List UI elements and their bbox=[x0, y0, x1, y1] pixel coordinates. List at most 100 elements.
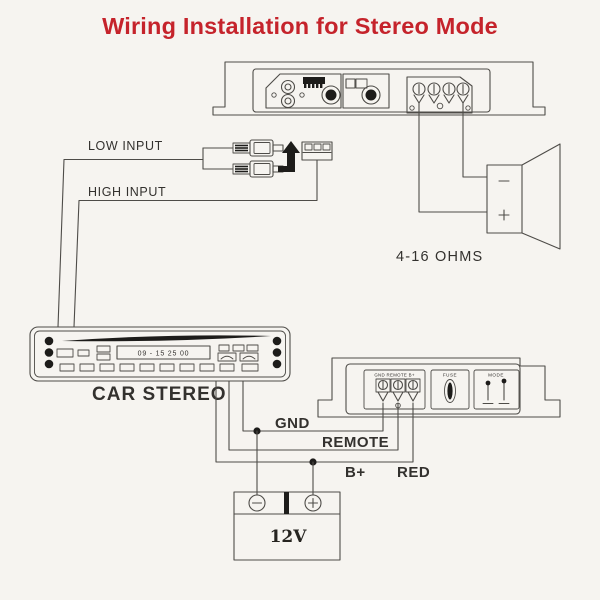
high-level-connector bbox=[301, 141, 333, 161]
mode-section bbox=[473, 369, 520, 410]
stereo-right-knob-column bbox=[272, 336, 282, 369]
stereo-button bbox=[246, 344, 259, 352]
stereo-button bbox=[232, 344, 245, 352]
stereo-face-plate bbox=[34, 330, 286, 378]
power-terminals bbox=[375, 378, 421, 402]
mode-switch-icon bbox=[498, 378, 510, 404]
screw-terminal-icon bbox=[405, 378, 421, 402]
crossover-section-panel bbox=[342, 73, 390, 109]
screw-icon bbox=[271, 92, 277, 98]
amplifier-top-view bbox=[212, 61, 546, 116]
remote-wire bbox=[228, 380, 399, 451]
crossover-knob bbox=[365, 89, 377, 101]
mode-label: MODE bbox=[488, 373, 504, 378]
stereo-outer-case bbox=[29, 326, 291, 382]
rca-plug-icon bbox=[232, 160, 284, 178]
car-stereo-label: CAR STEREO bbox=[92, 384, 227, 405]
amplifier-power-view: GND REMOTE B+ FUSE MOD bbox=[317, 357, 561, 418]
remote-wire-label: REMOTE bbox=[322, 434, 389, 451]
battery-center-bar bbox=[284, 492, 289, 514]
power-wires: GND REMOTE B+ RED bbox=[215, 380, 430, 496]
preset-button bbox=[241, 363, 259, 372]
speaker: 4-16 OHMS bbox=[396, 143, 561, 265]
rca-plug-icon bbox=[232, 139, 284, 157]
plug-in-arrow-icon bbox=[278, 141, 300, 172]
power-terminal-label: GND REMOTE B+ bbox=[374, 373, 415, 378]
stereo-button bbox=[96, 353, 111, 361]
crossover-knob-ring bbox=[361, 85, 381, 105]
preset-button bbox=[119, 363, 135, 372]
rca-jack-icon bbox=[280, 79, 296, 95]
rca-jack-icon bbox=[280, 93, 296, 109]
amplifier-face-panel bbox=[252, 68, 491, 113]
screw-terminal-icon bbox=[412, 82, 426, 104]
speaker-plus-wire bbox=[418, 102, 488, 213]
rca-input-assembly: LOW INPUT HIGH INPUT bbox=[57, 139, 333, 328]
speaker-plus-symbol bbox=[498, 209, 510, 221]
stereo-button bbox=[96, 345, 111, 353]
screw-icon bbox=[299, 92, 305, 98]
car-stereo-unit: 09 - 15 25 00 CAR STEREO bbox=[29, 326, 291, 405]
power-terminal-section bbox=[363, 369, 426, 410]
preset-button bbox=[179, 363, 195, 372]
preset-button bbox=[159, 363, 175, 372]
speaker-body bbox=[486, 164, 523, 234]
page-title: Wiring Installation for Stereo Mode bbox=[102, 13, 498, 39]
rca-jack-center bbox=[284, 83, 292, 91]
stereo-button bbox=[218, 344, 230, 352]
gnd-wire bbox=[242, 380, 384, 432]
switch-icon bbox=[345, 78, 356, 89]
preset-button bbox=[139, 363, 155, 372]
connector-teeth bbox=[304, 84, 323, 88]
preset-button bbox=[219, 363, 235, 372]
preset-button bbox=[79, 363, 95, 372]
stereo-button bbox=[56, 348, 74, 358]
preset-button bbox=[99, 363, 115, 372]
screw-terminal-icon bbox=[456, 82, 470, 104]
low-input-wire bbox=[57, 158, 204, 328]
input-section-panel bbox=[265, 73, 342, 109]
preset-button-row bbox=[59, 363, 259, 372]
screw-icon bbox=[395, 402, 401, 409]
mode-switch-icon bbox=[482, 380, 494, 404]
battery: 12V bbox=[233, 491, 341, 561]
rca-jack-center bbox=[284, 97, 292, 105]
battery-minus-terminal bbox=[248, 494, 266, 512]
speaker-terminal-block bbox=[406, 76, 473, 114]
high-input-wire bbox=[73, 159, 318, 328]
seek-button bbox=[239, 352, 259, 362]
screw-terminal-icon bbox=[375, 378, 391, 402]
battery-voltage-label: 12V bbox=[270, 527, 308, 547]
speaker-cone bbox=[521, 143, 561, 250]
red-wire-label: RED bbox=[397, 464, 430, 481]
preset-button bbox=[199, 363, 215, 372]
fuse-section bbox=[430, 369, 470, 410]
stereo-display-text: 09 - 15 25 00 bbox=[138, 351, 190, 358]
speaker-minus-wire bbox=[462, 102, 488, 178]
fuse-holder bbox=[444, 379, 456, 403]
gnd-wire-label: GND bbox=[275, 415, 310, 432]
speaker-connector-block bbox=[303, 77, 325, 84]
fuse-label: FUSE bbox=[443, 373, 457, 378]
amplifier-chassis bbox=[317, 357, 561, 418]
low-input-label: LOW INPUT bbox=[88, 139, 163, 153]
preset-button bbox=[59, 363, 75, 372]
stereo-left-knob-column bbox=[44, 336, 54, 369]
battery-plus-terminal bbox=[304, 494, 322, 512]
amplifier-face-panel bbox=[345, 363, 521, 415]
cd-slot bbox=[62, 335, 271, 342]
b-plus-wire-label: B+ bbox=[345, 464, 366, 481]
screw-terminal-icon bbox=[390, 378, 406, 402]
gain-knob bbox=[325, 89, 337, 101]
switch-icon bbox=[355, 78, 368, 89]
speaker-terminals bbox=[412, 82, 470, 104]
screw-icon bbox=[465, 105, 471, 111]
screw-icon bbox=[436, 102, 444, 110]
screw-icon bbox=[409, 105, 415, 111]
high-input-label: HIGH INPUT bbox=[88, 185, 166, 199]
gain-knob-ring bbox=[321, 85, 341, 105]
seek-button bbox=[217, 352, 237, 362]
fuse-icon bbox=[447, 382, 453, 400]
